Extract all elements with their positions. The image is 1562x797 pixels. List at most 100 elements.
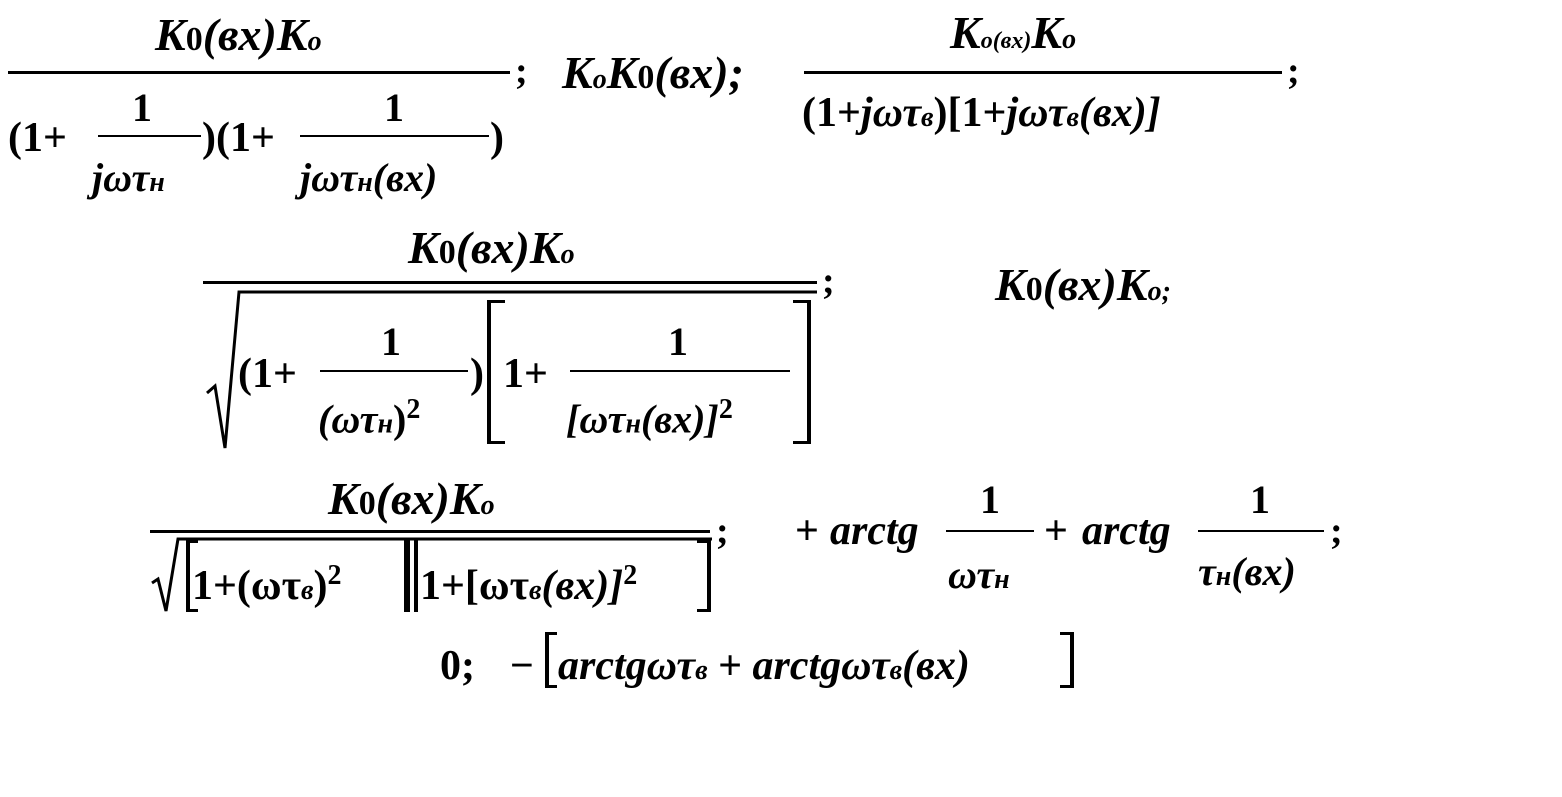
left-bracket [545,632,549,688]
symbol-k: K [155,9,186,60]
bracket-1-content: 1+(ωτв)2 [192,560,342,608]
formula-2: KoK0(вх); [562,50,744,96]
subscript: o [307,26,322,57]
fraction-bar [804,71,1282,74]
jwt: jωτ [300,155,358,200]
bracket-tick [1060,685,1072,688]
formula-1-numerator: K0(вх)Ko [155,12,322,58]
symbol-k: K [562,47,593,98]
inner-fraction-bar [320,370,468,372]
term: arctgωτ [558,643,696,689]
denominator-mid: )(1+ [202,115,275,161]
symbol-k: K [408,222,439,273]
fraction-bar [8,71,510,74]
subscript: н [149,167,165,198]
subscript: в [695,655,708,686]
argument: (вх) [902,643,970,689]
exponent: 2 [623,560,638,591]
subscript: н [377,408,393,440]
subscript: в [889,655,903,686]
subscript: в [528,575,542,606]
bracket-join [404,540,410,612]
bracket-tick [186,540,198,543]
subscript: н [625,408,641,440]
right-bracket [807,300,811,444]
bracket-tick [186,609,198,612]
formula-4-numerator: K0(вх)Ko [408,225,575,271]
bracket-tick [487,441,505,444]
fraction-numerator: 1 [1250,477,1270,522]
inner-fraction-bar [300,135,489,137]
separator: ; [822,260,835,302]
radicand-mid: ) [470,351,484,397]
bracket-tick [697,609,709,612]
symbol-k: K [995,259,1026,310]
symbol-k: K [950,7,981,58]
den-part: )[1+ [933,90,1007,136]
subscript: o; [1147,276,1171,307]
symbol-k: K [529,222,561,273]
subscript: o [592,64,607,95]
bracket-2-content: 1+[ωτв(вх)]2 [420,560,638,609]
term: arctgωτ [752,643,890,689]
left-bracket [414,540,418,612]
argument: (вх) [375,473,450,524]
den-part: (ωτ [318,396,378,442]
symbol-k: K [276,9,308,60]
left-bracket [186,540,190,612]
inner-fraction-denominator: jωτн(вх) [300,158,437,198]
den-part: ) [392,396,407,442]
inner-fraction-bar [570,370,790,372]
fraction-bar [203,281,817,284]
jwt: jωτ [92,155,150,200]
fraction-denominator: ωτн [948,555,1010,595]
fraction-bar [946,530,1034,532]
plus-sign: + [718,643,743,689]
jwt: jωτ [1006,90,1067,136]
arctg-function: arctg [830,508,919,554]
argument: (вх)] [541,563,624,609]
argument: (вх)] [640,396,719,442]
exponent: 2 [327,560,342,591]
argument: (вх) [1231,549,1296,594]
subscript: н [1215,561,1232,592]
bracket-tick [487,300,505,303]
inner-fraction-denominator: [ωτн(вх)]2 [566,396,733,439]
subscript: o [1062,24,1077,55]
den-part: τ [1198,549,1216,594]
subscript: o [560,239,575,270]
separator: ; [716,510,729,552]
right-bracket [1070,632,1074,688]
minus-sign: − [510,643,534,689]
symbol-k: K [328,473,359,524]
subscript: 0 [1025,271,1043,308]
formula-5: K0(вх)Ko; [995,262,1171,308]
inner-fraction-denominator: (ωτн)2 [318,396,420,439]
bracket-tick [545,685,557,688]
separator: ; [515,50,528,92]
formula-3-numerator: Ko(вх)Ko [950,10,1076,56]
right-bracket [707,540,711,612]
den-part: (1+ [802,90,861,136]
bracket-tick [793,300,811,303]
formula-3-denominator: (1+jωτв)[1+jωτв(вх)] [802,92,1161,134]
denominator-close: ) [490,115,504,161]
plus-sign: + [1044,508,1068,554]
subscript: 0 [637,59,655,96]
formula-6-numerator: K0(вх)Ko [328,476,495,522]
separator: ; [1287,50,1300,92]
radical-sign [151,537,712,612]
fraction-numerator: 1 [980,477,1000,522]
subscript: o(вх) [980,28,1032,54]
subscript: o [480,490,495,521]
subscript: в [300,575,314,606]
inner-fraction-numerator: 1 [381,319,401,364]
subscript: 0 [358,485,376,522]
term: 1+[ωτ [420,563,529,609]
subscript: в [1066,102,1080,133]
arctg-function: arctg [1082,508,1171,554]
argument: (вх); [654,47,744,98]
subscript: в [921,102,934,133]
inner-fraction-denominator: jωτн [92,158,165,198]
argument: (вх) [1042,259,1117,310]
